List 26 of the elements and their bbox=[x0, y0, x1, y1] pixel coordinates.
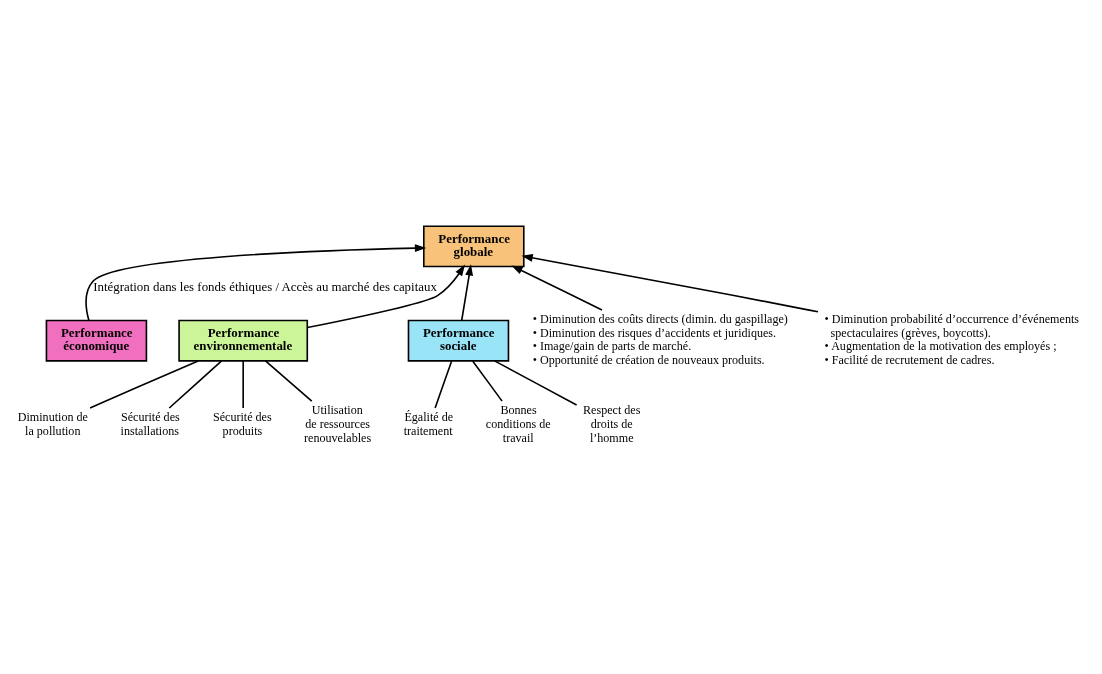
connector bbox=[434, 359, 453, 409]
arrow bbox=[460, 263, 474, 321]
node-text: Égalité de traitement bbox=[403, 409, 454, 438]
node-box: Performance sociale bbox=[407, 319, 510, 362]
arrow bbox=[511, 265, 603, 311]
connector bbox=[264, 359, 313, 402]
node-box: Performance globale bbox=[423, 224, 525, 267]
edge-label: Intégration dans les fonds éthiques / Accès au marché des capitaux bbox=[93, 279, 437, 294]
node-text: Bonnes conditions de travail bbox=[485, 402, 551, 445]
arrow bbox=[521, 253, 819, 313]
node-text: Utilisation de ressources renouvelables bbox=[304, 402, 372, 445]
node-box: Performance économique bbox=[45, 319, 148, 362]
node-text: Sécurité des installations bbox=[120, 409, 180, 438]
node-box: Performance environnementale bbox=[178, 319, 309, 362]
connector bbox=[242, 359, 244, 409]
arrow bbox=[85, 243, 427, 321]
connector bbox=[89, 359, 199, 409]
connector bbox=[168, 359, 223, 409]
connector bbox=[493, 359, 578, 406]
node-text: Diminution de la pollution bbox=[17, 409, 88, 438]
node-text: • Diminution des coûts directs (dimin. du gaspillage) • Diminution des risques d’accidents et juridiques. • Image/gain de parts de marché. • Opportunité de création de nouveaux produits. bbox=[532, 311, 788, 367]
node-text: • Diminution probabilité d’occurrence d’événements spectaculaires (grèves, boycotts). • Augmentation de la motivation des employés ; • Facilité de recrutement de cadres. bbox=[824, 311, 1079, 367]
node-text: Sécurité des produits bbox=[212, 409, 272, 438]
node-text: Respect des droits de l’homme bbox=[583, 402, 641, 445]
arrow bbox=[306, 264, 465, 328]
connector bbox=[471, 359, 503, 402]
